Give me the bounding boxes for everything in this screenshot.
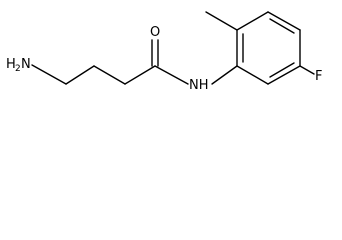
amine-h-count-label: 2 bbox=[15, 64, 21, 74]
ring-bond-6 bbox=[236, 65, 269, 85]
fluoro-label: F bbox=[315, 69, 322, 84]
amine-h-label: H bbox=[6, 57, 16, 72]
ring-inner-2 bbox=[269, 18, 295, 34]
bond-n-ring bbox=[211, 65, 238, 85]
bond-fluoro bbox=[299, 65, 315, 75]
ring-bond-2 bbox=[236, 11, 269, 31]
bond-c2-c3 bbox=[93, 65, 126, 85]
ring-bond-5 bbox=[267, 65, 301, 85]
bond-c1-c2 bbox=[65, 65, 95, 85]
molecule-structure: H 2 N O NH F bbox=[6, 11, 322, 93]
ring-bond-3 bbox=[267, 11, 301, 31]
amide-nh-label: NH bbox=[189, 78, 209, 93]
bond-c4-n bbox=[154, 65, 189, 85]
ring-inner-3 bbox=[269, 62, 295, 78]
bond-c3-c4 bbox=[124, 65, 156, 85]
bond-methyl bbox=[205, 11, 238, 31]
structure-canvas: H 2 N O NH F bbox=[0, 0, 342, 103]
carbonyl-o-label: O bbox=[150, 25, 160, 40]
bond-n-c1 bbox=[31, 64, 67, 85]
amine-n-label: N bbox=[21, 57, 31, 72]
